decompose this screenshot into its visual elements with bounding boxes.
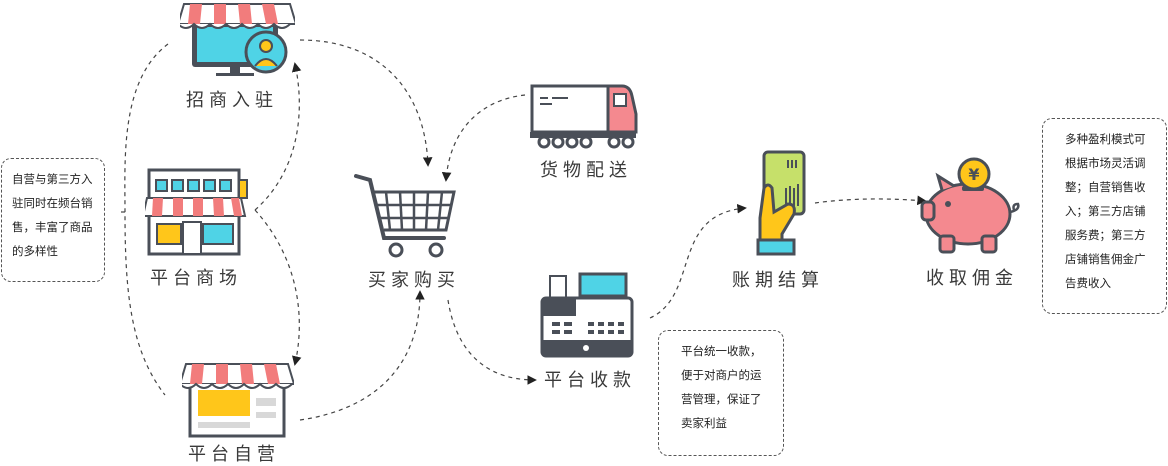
label-settlement: 账期结算 — [732, 270, 824, 291]
note-left-line: 自营与第三方入 — [12, 172, 93, 186]
label-commission: 收取佣金 — [926, 268, 1018, 289]
connector-mall-to-merchant — [254, 62, 302, 211]
delivery-truck-icon — [530, 84, 638, 149]
note-right-line: 入；第三方店铺 — [1065, 204, 1146, 218]
mall-building-icon — [145, 168, 248, 256]
piggy-bank-icon: ¥ — [920, 157, 1020, 254]
note-right-line: 店铺销售佣金广 — [1065, 252, 1146, 266]
cash-register-icon — [540, 272, 634, 358]
note-bottom-line: 便于对商户的运 — [681, 368, 762, 382]
label-buyer-purchase: 买家购买 — [368, 270, 460, 291]
label-platform-collect: 平台收款 — [544, 370, 636, 391]
note-right-line: 根据市场灵活调 — [1065, 156, 1146, 170]
connector-merchant-to-cart — [299, 39, 433, 167]
note-left-line: 驻同时在频台销 — [12, 196, 93, 210]
connector-mall-to-self — [254, 209, 302, 366]
storefront-user-icon — [180, 3, 295, 76]
coin-yen-symbol: ¥ — [968, 165, 979, 184]
shopping-cart-icon — [354, 174, 456, 258]
label-delivery: 货物配送 — [540, 160, 632, 181]
connector-self-to-cart — [299, 290, 425, 421]
note-right-line: 整；自营销售收 — [1065, 180, 1146, 194]
card-payment-icon — [756, 150, 806, 256]
connector-register-to-card — [649, 203, 747, 319]
note-left-line: 售，丰富了商品 — [12, 220, 93, 234]
self-operated-shop-icon — [182, 363, 294, 438]
label-platform-mall: 平台商场 — [150, 268, 242, 289]
note-right-line: 告费收入 — [1065, 276, 1111, 290]
connector-card-to-piggy — [814, 195, 927, 206]
note-left: 自营与第三方入 驻同时在频台销 售，丰富了商品 的多样性 — [1, 158, 105, 282]
connector-cart-to-register — [447, 299, 537, 385]
note-right-line: 服务费；第三方 — [1065, 228, 1146, 242]
note-bottom: 平台统一收款， 便于对商户的运 营管理，保证了 卖家利益 — [658, 330, 784, 456]
note-bottom-line: 平台统一收款， — [681, 344, 762, 358]
note-left-line: 的多样性 — [12, 244, 58, 258]
note-right: 多种盈利模式可 根据市场灵活调 整；自营销售收 入；第三方店铺 服务费；第三方 … — [1042, 118, 1167, 314]
note-bottom-line: 营管理，保证了 — [681, 392, 762, 406]
note-bottom-line: 卖家利益 — [681, 416, 727, 430]
label-merchant-entry: 招商入驻 — [186, 90, 278, 111]
connector-truck-to-cart — [441, 94, 526, 182]
label-platform-self: 平台自营 — [188, 444, 280, 465]
note-right-line: 多种盈利模式可 — [1065, 132, 1146, 146]
